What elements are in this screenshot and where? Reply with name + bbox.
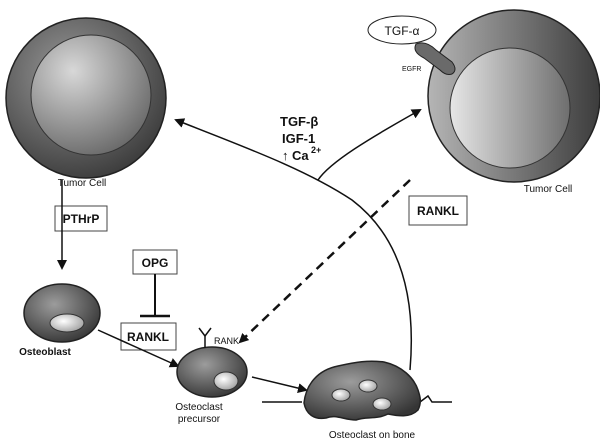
rankl-right-label: RANKL	[417, 204, 459, 218]
ca-up-arrow-icon: ↑	[282, 148, 289, 163]
tumor-cell-right-label: Tumor Cell	[524, 184, 573, 195]
osteoblast-nucleus	[49, 313, 85, 333]
tumor-cell-right-nucleus	[449, 47, 571, 169]
osteoclast-precursor-label-1: Osteoclast	[175, 402, 222, 413]
tgf-beta-label: TGF-β	[280, 114, 318, 129]
tumor-cell-left-nucleus	[30, 34, 152, 156]
osteoblast-cell	[23, 283, 101, 343]
rank-label: RANK	[214, 336, 239, 346]
tumor-cell-right	[427, 9, 600, 183]
osteoclast-precursor-label-2: precursor	[178, 414, 221, 425]
calcium-label-group: ↑ Ca 2+	[282, 145, 321, 163]
osteoclast-nucleus-1	[331, 388, 351, 402]
ca-superscript: 2+	[311, 145, 321, 155]
osteoclast-precursor-cell	[176, 346, 248, 398]
opg-label: OPG	[142, 256, 169, 270]
arrow-precursor-to-osteoclast	[251, 376, 308, 393]
pthrp-box	[54, 205, 108, 232]
igf1-label: IGF-1	[282, 131, 315, 146]
bone-surface-line	[262, 394, 452, 403]
arrow-osteoclast-to-left-tumor	[174, 118, 413, 371]
egfr-label: EGFR	[402, 66, 421, 73]
rankl-left-box	[120, 322, 177, 351]
arrow-osteoblast-to-precursor	[97, 329, 180, 368]
osteoclast-on-bone-label: Osteoclast on bone	[329, 430, 416, 441]
dashed-arrow-rankl	[238, 179, 411, 344]
egfr-receptor-icon	[414, 42, 456, 75]
pthrp-label: PTHrP	[63, 212, 100, 226]
rankl-left-label: RANKL	[127, 330, 169, 344]
osteoclast-nucleus-3	[372, 397, 392, 411]
tgf-alpha-ellipse	[367, 15, 437, 45]
ca-label: Ca	[292, 148, 309, 163]
osteoclast-precursor-nucleus	[213, 371, 239, 391]
osteoblast-label: Osteoblast	[19, 347, 71, 358]
rankl-right-box	[408, 195, 468, 226]
tgf-alpha-label: TGF-α	[385, 24, 420, 38]
arrow-to-right-tumor	[317, 109, 422, 181]
osteoclast-nucleus-2	[358, 379, 378, 393]
tumor-cell-left-label: Tumor Cell	[58, 178, 107, 189]
tumor-cell-left	[5, 17, 167, 179]
rank-receptor-icon	[198, 327, 212, 348]
